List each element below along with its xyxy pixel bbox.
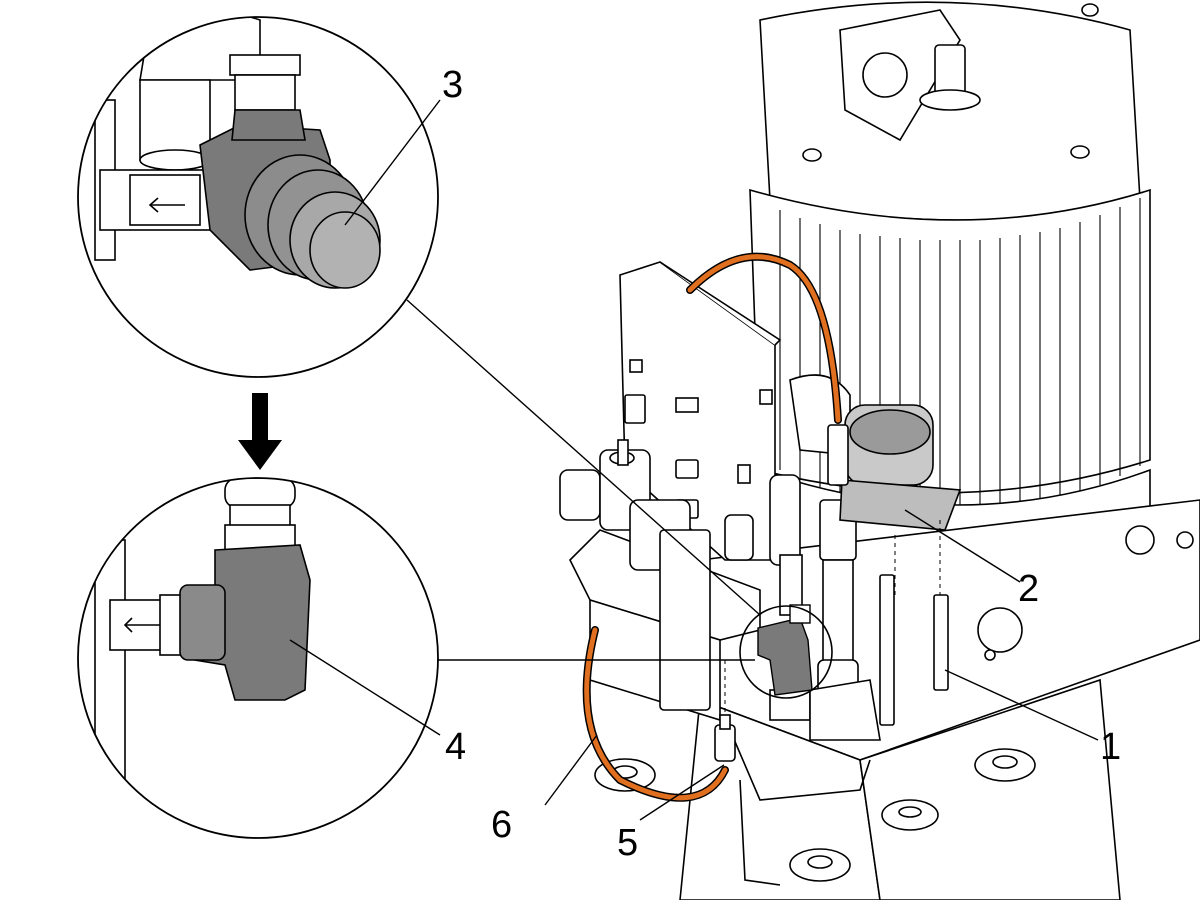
leader-lines: [289, 99, 1099, 821]
hose-upper-fill: [687, 254, 841, 423]
detail-circle-marker: [739, 605, 833, 699]
flow-valve-small: [757, 604, 813, 696]
detail-view-after: [77, 477, 439, 839]
callout-2: 2: [1018, 568, 1040, 610]
hose-lower-fill: [584, 627, 728, 801]
valve-manifold: [559, 374, 962, 886]
down-arrow-icon: [238, 393, 282, 470]
callout-5: 5: [617, 822, 639, 864]
callout-4: 4: [445, 726, 467, 768]
callout-1: 1: [1100, 726, 1122, 768]
detail-view-before: [77, 16, 439, 378]
callout-3: 3: [442, 64, 464, 106]
callout-6: 6: [491, 804, 513, 846]
alignment-lines: [724, 520, 941, 715]
